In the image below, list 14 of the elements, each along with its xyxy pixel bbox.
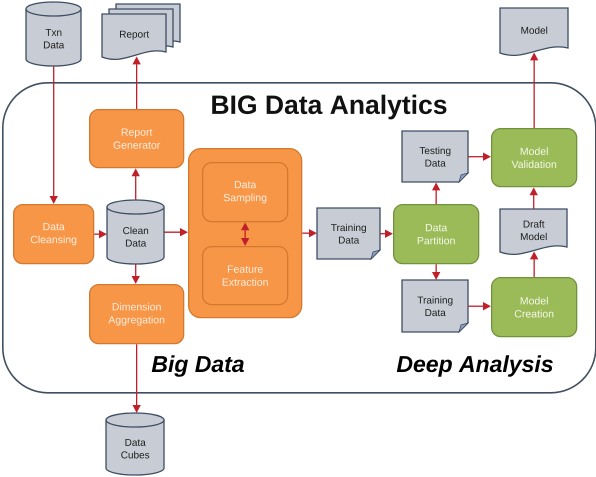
section-label: Deep Analysis	[396, 355, 553, 377]
process-box: Dimension Aggregation	[89, 284, 184, 344]
process-box: Data Sampling	[202, 162, 288, 222]
process-box: Model Validation	[491, 128, 578, 188]
process-box: Feature Extraction	[202, 246, 288, 306]
database-cylinder: Data Cubes	[105, 412, 165, 476]
section-label: Big Data	[152, 355, 244, 377]
database-cylinder: Clean Data	[106, 199, 165, 265]
process-box: Data Partition	[393, 204, 480, 264]
process-box: Report Generator	[89, 109, 184, 168]
process-box: Model Creation	[491, 277, 578, 338]
database-cylinder: Txn Data	[25, 1, 82, 67]
document-stack: Report	[101, 3, 181, 60]
process-box: Data Cleansing	[13, 204, 94, 264]
